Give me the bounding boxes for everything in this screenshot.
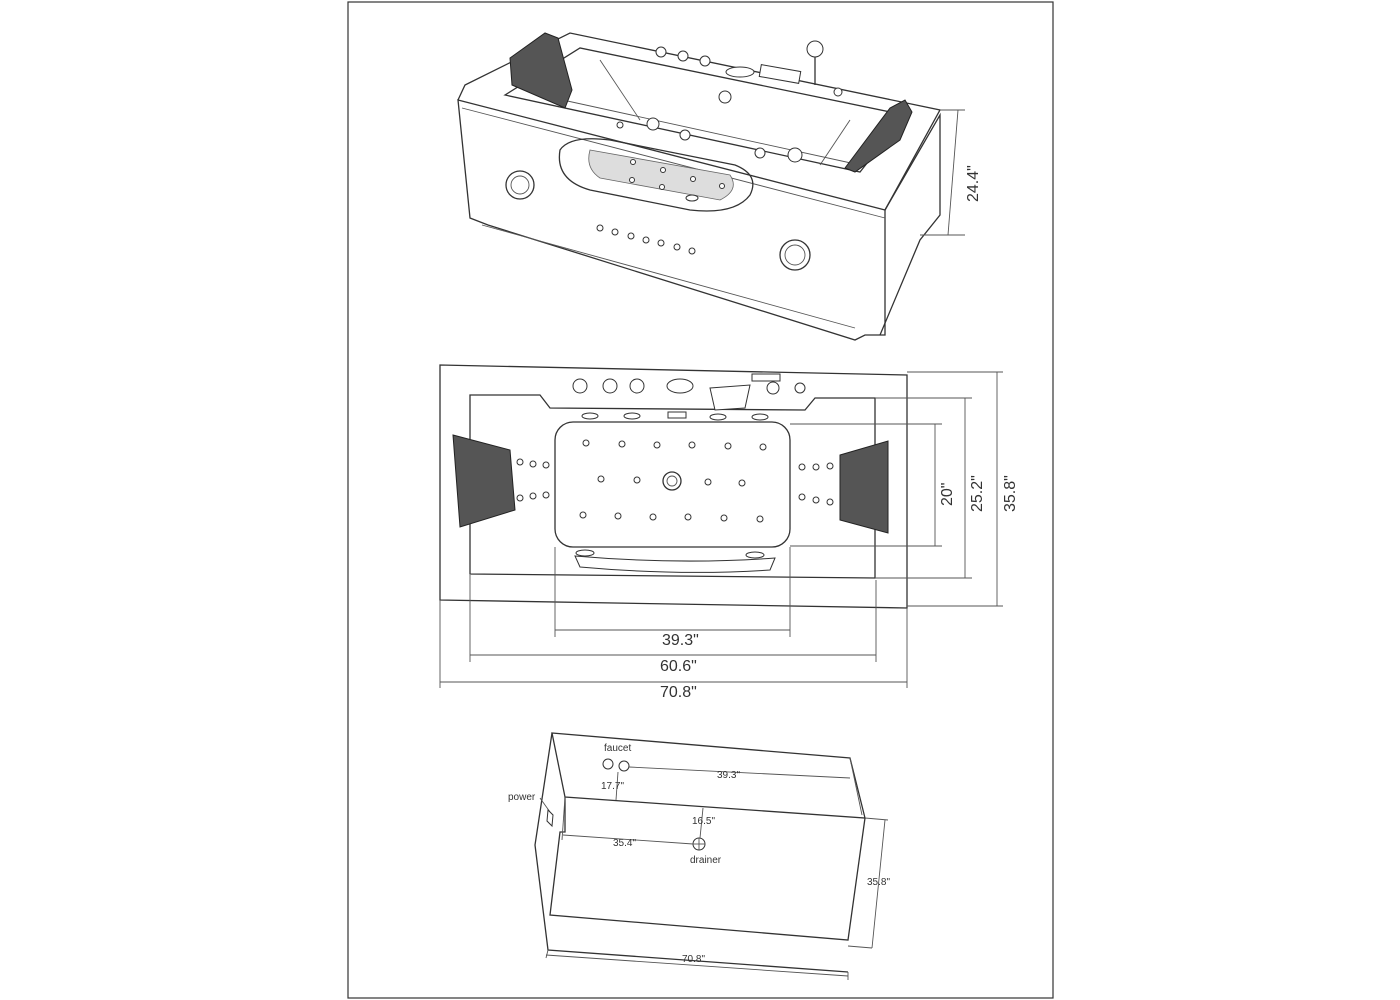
inner-length-label: 60.6" [660,658,697,675]
inner-basin-width-label: 20" [939,483,956,506]
tub-front-panel [457,99,886,341]
front-jet-left [505,170,535,200]
front-led-row [596,224,696,255]
sheet-border [347,1,1054,999]
top-basin-jets [579,439,767,523]
bottom-view: faucet 39.3" 17.7" power 16.5" 35.4" dra… [508,732,890,980]
box-width-label: 35.8" [867,877,890,888]
top-pillow-left [452,434,516,528]
left-pillow [509,32,573,109]
front-jet-right [779,239,811,271]
inner-width-label: 25.2" [969,475,986,512]
top-pillow-right [839,440,889,534]
power-label: power [508,792,536,803]
perspective-view: 24.4" [457,32,982,341]
drain-label: drainer [690,855,722,866]
top-view: 20" 25.2" 35.8" 39.3" 60.6" 70.8" [439,364,1019,701]
inner-basin-length-label: 39.3" [662,632,699,649]
overall-width-label: 35.8" [1002,475,1019,512]
drain-distance-label: 35.4" [613,838,636,849]
rim-controls [655,40,843,97]
top-inner-outline [469,394,876,579]
tub-rim [457,32,941,211]
top-drain [662,471,682,491]
top-side-jets [516,458,834,506]
basin-jets [616,90,803,163]
faucet-label: faucet [604,743,631,754]
tub-side-panel [879,112,941,336]
front-window [558,138,754,212]
faucet-marker [602,758,614,770]
right-pillow [844,99,913,173]
faucet-offset-label: 17.7" [601,781,624,792]
box-outline [551,732,866,819]
top-controls [572,373,806,573]
faucet-distance-label: 39.3" [717,770,740,781]
height-label: 24.4" [965,165,982,202]
window-jets [629,159,725,202]
drain-offset-label: 16.5" [692,816,715,827]
overall-length-label: 70.8" [660,684,697,701]
top-basin [554,421,791,548]
box-length-label: 70.8" [682,954,705,965]
